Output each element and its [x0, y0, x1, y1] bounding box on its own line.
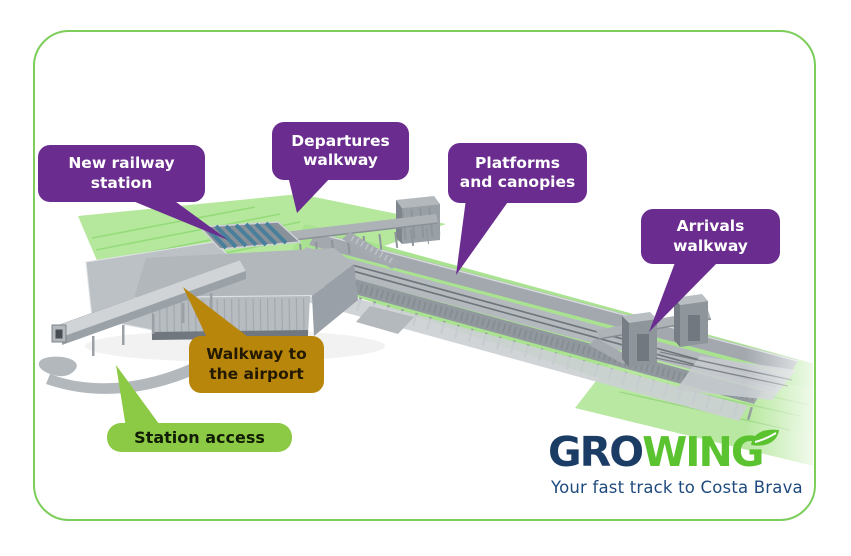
arrivals-walkway-structure	[589, 294, 793, 387]
logo-text-green: WING	[642, 428, 764, 476]
callout-platforms-and-canopies: Platforms and canopies	[448, 143, 587, 203]
tail-new-railway-station	[128, 199, 228, 240]
callout-departures-walkway: Departures walkway	[272, 122, 409, 180]
tail-arrivals-walkway	[649, 260, 720, 332]
callout-label: Departures walkway	[291, 131, 390, 169]
callout-walkway-to-airport: Walkway to the airport	[189, 336, 324, 393]
callout-label: Arrivals walkway	[673, 217, 748, 255]
airport-walkway-structure	[51, 259, 247, 356]
callout-label: Walkway to the airport	[206, 345, 307, 383]
tail-platforms-and-canopies	[456, 199, 510, 275]
tail-walkway-to-airport	[183, 287, 252, 340]
callout-label: Station access	[134, 427, 265, 447]
leaf-icon	[750, 429, 779, 446]
callout-new-railway-station: New railway station	[38, 145, 205, 202]
right-fade	[745, 330, 813, 480]
callout-station-access: Station access	[107, 423, 292, 452]
tail-departures-walkway	[288, 176, 332, 213]
logo-tagline: Your fast track to Costa Brava	[551, 478, 803, 497]
tail-station-access	[116, 365, 162, 428]
callout-label: New railway station	[68, 154, 175, 192]
logo-text-dark: GRO	[548, 428, 644, 476]
departures-walkway-structure	[284, 196, 441, 269]
callout-label: Platforms and canopies	[459, 153, 576, 191]
skylight-glass-strips	[204, 221, 288, 250]
callout-tails	[116, 176, 720, 428]
station-access-road	[38, 352, 222, 394]
callout-arrivals-walkway: Arrivals walkway	[641, 209, 780, 264]
